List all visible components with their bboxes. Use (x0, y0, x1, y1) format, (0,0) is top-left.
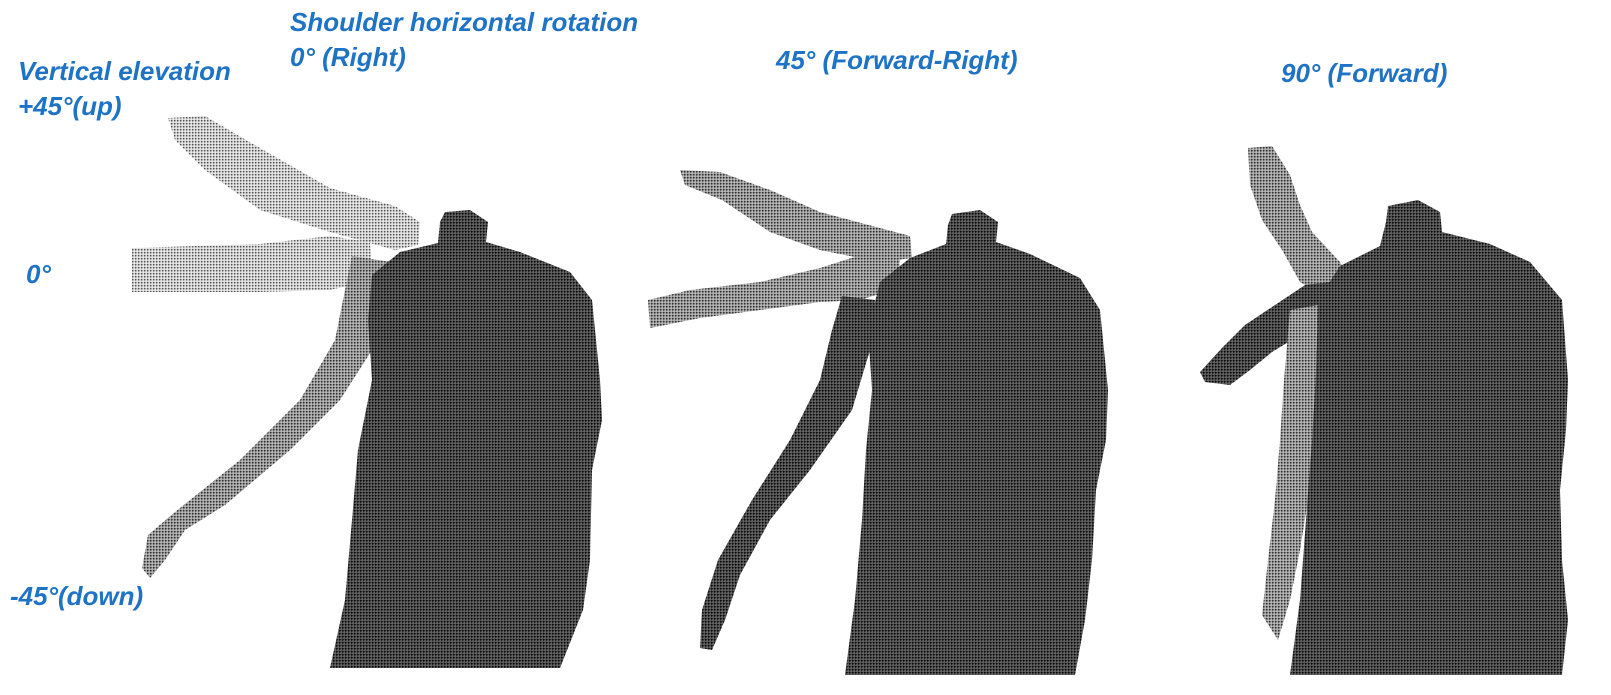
horizontal-rotation-title: Shoulder horizontal rotation (290, 6, 638, 38)
horizontal-forward-label: 90° (Forward) (1281, 57, 1447, 89)
torso (845, 210, 1108, 675)
vertical-zero-label: 0° (26, 258, 51, 290)
arm-up (680, 170, 912, 262)
arm-level (132, 236, 372, 292)
vertical-up-label: +45°(up) (18, 90, 122, 122)
vertical-down-label: -45°(down) (10, 580, 143, 612)
panel-right (132, 116, 602, 668)
arm-up (168, 116, 420, 250)
panel-forward-right (648, 170, 1108, 675)
panel-forward (1200, 146, 1568, 675)
arm-down (700, 296, 875, 650)
horizontal-right-label: 0° (Right) (290, 41, 406, 73)
horizontal-forward-right-label: 45° (Forward-Right) (776, 44, 1018, 76)
arm-up (1248, 146, 1350, 296)
vertical-elevation-title: Vertical elevation (18, 55, 231, 87)
